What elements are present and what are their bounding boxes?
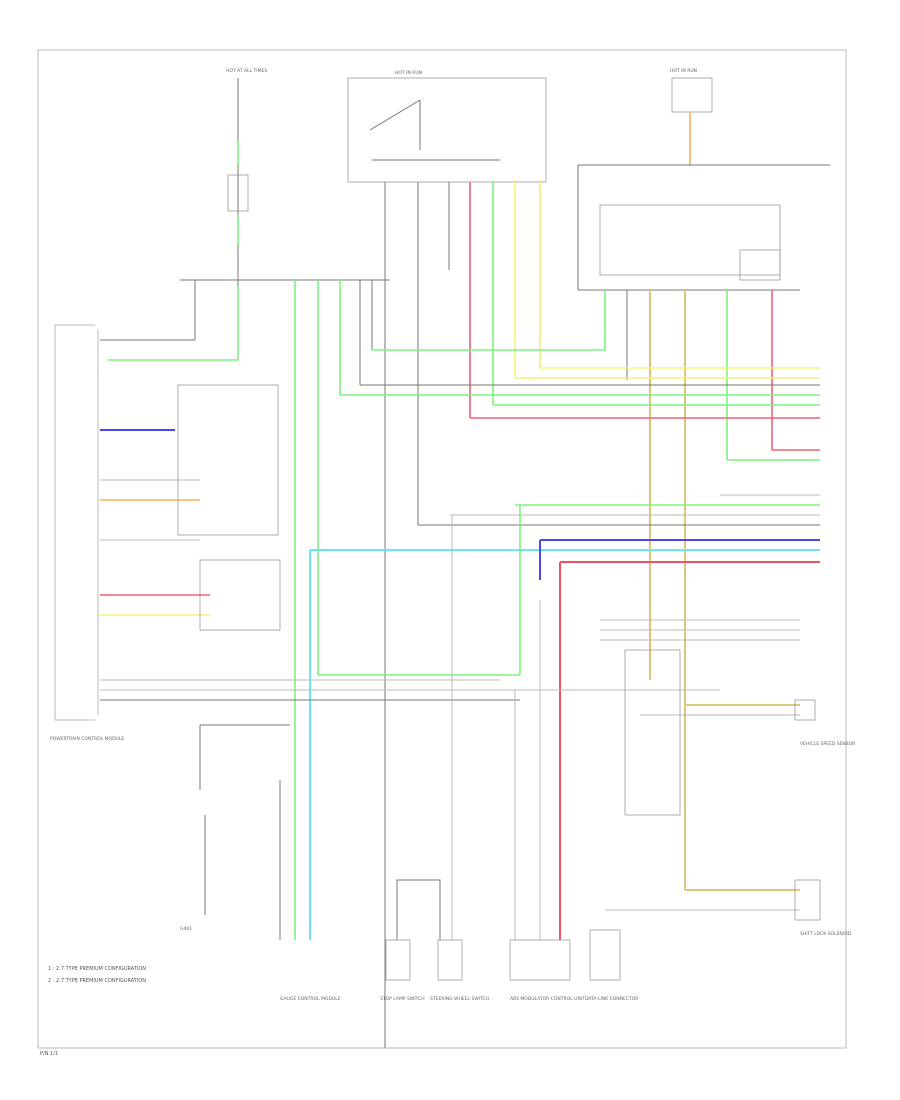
data-link-label: DATA LINK CONNECTOR (585, 996, 638, 1002)
top-left-fuse-block: HOT AT ALL TIMES (108, 68, 267, 361)
fuse-label-left: HOT AT ALL TIMES (226, 68, 267, 74)
fuse-label-right: HOT IN RUN (670, 68, 697, 74)
right-lower-components: VEHICLE SPEED SENSOR SHIFT LOCK SOLENOID (600, 619, 855, 937)
diagram-frame (37, 49, 847, 1049)
vss-label: VEHICLE SPEED SENSOR (800, 741, 855, 747)
engine-relay-box: HOT IN RUN (347, 70, 547, 183)
page-label: P/N 1/1 (40, 1051, 58, 1057)
footnote-1: 1 : 2.7 TYPE PREMIUM CONFIGURATION (48, 966, 146, 972)
fuse-label-center: HOT IN RUN (395, 70, 422, 76)
gauge-module-label: GAUGE CONTROL MODULE (280, 996, 341, 1002)
lower-center-connectors: GAUGE CONTROL MODULE STOP LAMP SWITCH ST… (280, 515, 638, 1002)
ground-label-g401: G401 (180, 926, 192, 932)
stop-lamp-label: STOP LAMP SWITCH (380, 996, 425, 1002)
shift-lock-label: SHIFT LOCK SOLENOID (800, 931, 852, 937)
abs-label: ABS MODULATOR CONTROL UNIT (510, 996, 585, 1002)
top-right-fuse-block: HOT IN RUN (577, 68, 830, 291)
lower-left-grounds: G401 (180, 724, 290, 940)
pcm-block: POWERTRAIN CONTROL MODULE (50, 280, 720, 742)
steering-switch-label: STEERING WHEEL SWITCH (430, 996, 489, 1002)
pcm-label: POWERTRAIN CONTROL MODULE (50, 736, 124, 742)
footnote-2: 2 : 2.7 TYPE PREMIUM CONFIGURATION (48, 978, 146, 984)
